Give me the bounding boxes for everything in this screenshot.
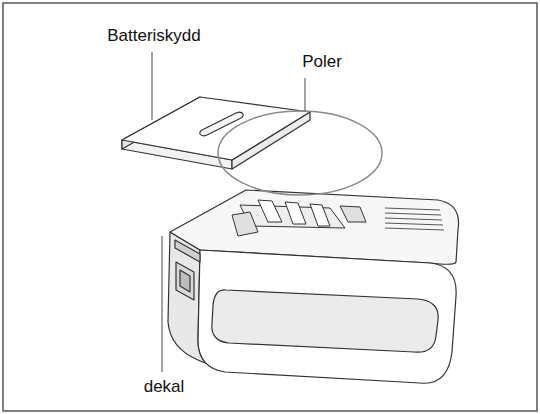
part-label: Batteriskydd [107,26,201,46]
vents [385,208,444,230]
part-label: Poler [302,52,342,72]
battery-body [168,190,459,383]
leader-lines [152,52,305,372]
terminals [232,200,366,236]
frame [3,3,537,411]
highlight-ellipse [218,111,382,195]
part-label: dekal [144,377,185,397]
battery-cover [122,97,310,169]
